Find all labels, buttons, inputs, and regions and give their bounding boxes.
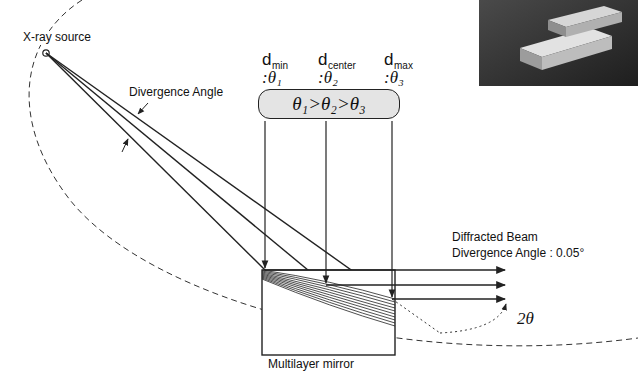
angle-label: 2θ: [516, 309, 535, 329]
multilayer-mirror: [262, 270, 395, 355]
beam-divergence-label: Divergence Angle : 0.05°: [452, 247, 584, 261]
source-label: X-ray source: [22, 31, 92, 45]
box-text: θ₁>θ₂>θ₃: [292, 93, 365, 115]
theta-label: :θ₂: [318, 68, 338, 88]
mirror-layers: [262, 270, 395, 326]
beam-label: Diffracted Beam: [452, 231, 538, 245]
mirror-label: Multilayer mirror: [268, 358, 354, 372]
d-symbol: d: [262, 50, 271, 70]
theta-label: :θ₃: [384, 68, 404, 88]
theta-label: :θ₁: [262, 68, 282, 88]
divergence-pointers: [122, 103, 148, 152]
rounded-box: θ₁>θ₂>θ₃: [258, 89, 400, 119]
ray-extension: [392, 299, 440, 333]
diffracted-beams: [265, 270, 505, 299]
angle-arc: [440, 304, 506, 333]
d-symbol: d: [384, 50, 393, 70]
d-symbol: d: [318, 50, 327, 70]
product-photo: [479, 0, 638, 86]
divergence-label: Divergence Angle: [128, 86, 224, 100]
